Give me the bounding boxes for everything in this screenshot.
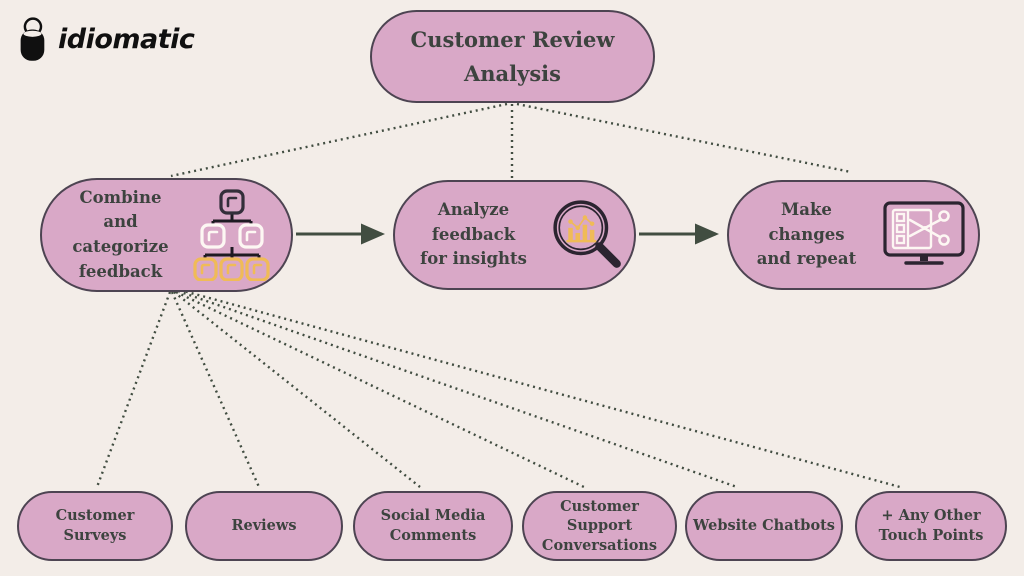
connector-combine-src0 bbox=[95, 291, 172, 488]
logo-text: idiomatic bbox=[58, 23, 195, 55]
node-website-chatbots: Website Chatbots bbox=[685, 491, 843, 561]
node-customer-support-conversations: Customer Support Conversations bbox=[522, 491, 677, 561]
node-title-line: for insights bbox=[420, 249, 527, 269]
node-title-line: + Any Other bbox=[881, 507, 981, 525]
node-title-line: Website Chatbots bbox=[693, 517, 835, 535]
node-title-line: Reviews bbox=[231, 517, 297, 535]
node-combine-categorize-feedback: Combine and categorize feedback bbox=[40, 178, 293, 292]
magnifier-chart-icon bbox=[550, 197, 626, 273]
node-title-line: and repeat bbox=[756, 249, 857, 269]
node-reviews: Reviews bbox=[185, 491, 343, 561]
node-title-line: Make changes bbox=[768, 199, 845, 244]
connector-combine-src5 bbox=[179, 288, 901, 489]
node-analyze-feedback-insights: Analyze feedback for insights bbox=[393, 180, 636, 290]
connector-root-combine bbox=[170, 102, 508, 178]
node-customer-review-analysis: Customer Review Analysis bbox=[370, 10, 655, 103]
connector-combine-src3 bbox=[175, 290, 585, 489]
connector-root-changes bbox=[516, 102, 852, 174]
node-title-line: Customer Surveys bbox=[55, 507, 135, 544]
node-title-line: Analysis bbox=[464, 60, 561, 86]
bucket-logo-icon bbox=[14, 16, 50, 62]
node-title-line: Customer Review bbox=[410, 26, 615, 52]
node-title-line: Combine and bbox=[79, 187, 162, 232]
org-hierarchy-icon bbox=[192, 189, 272, 281]
node-title-line: categorize bbox=[72, 237, 169, 256]
node-title-line: Conversations bbox=[541, 536, 658, 554]
node-social-media-comments: Social Media Comments bbox=[353, 491, 513, 561]
node-title-line: Analyze feedback bbox=[431, 199, 516, 244]
node-title-line: feedback bbox=[78, 261, 163, 281]
node-title-line: Social Media bbox=[380, 507, 486, 525]
node-make-changes-repeat: Make changes and repeat bbox=[727, 180, 980, 290]
connector-combine-src1 bbox=[170, 291, 261, 488]
node-title-line: Touch Points bbox=[878, 527, 984, 544]
idiomatic-logo: idiomatic bbox=[14, 16, 195, 62]
connector-combine-src2 bbox=[173, 291, 421, 488]
node-title-line: Customer Support bbox=[560, 497, 639, 535]
node-title-line: Comments bbox=[389, 527, 477, 544]
connector-combine-src4 bbox=[177, 289, 738, 489]
node-any-other-touch-points: + Any Other Touch Points bbox=[855, 491, 1007, 561]
node-customer-surveys: Customer Surveys bbox=[17, 491, 173, 561]
monitor-scissors-icon bbox=[882, 200, 966, 270]
